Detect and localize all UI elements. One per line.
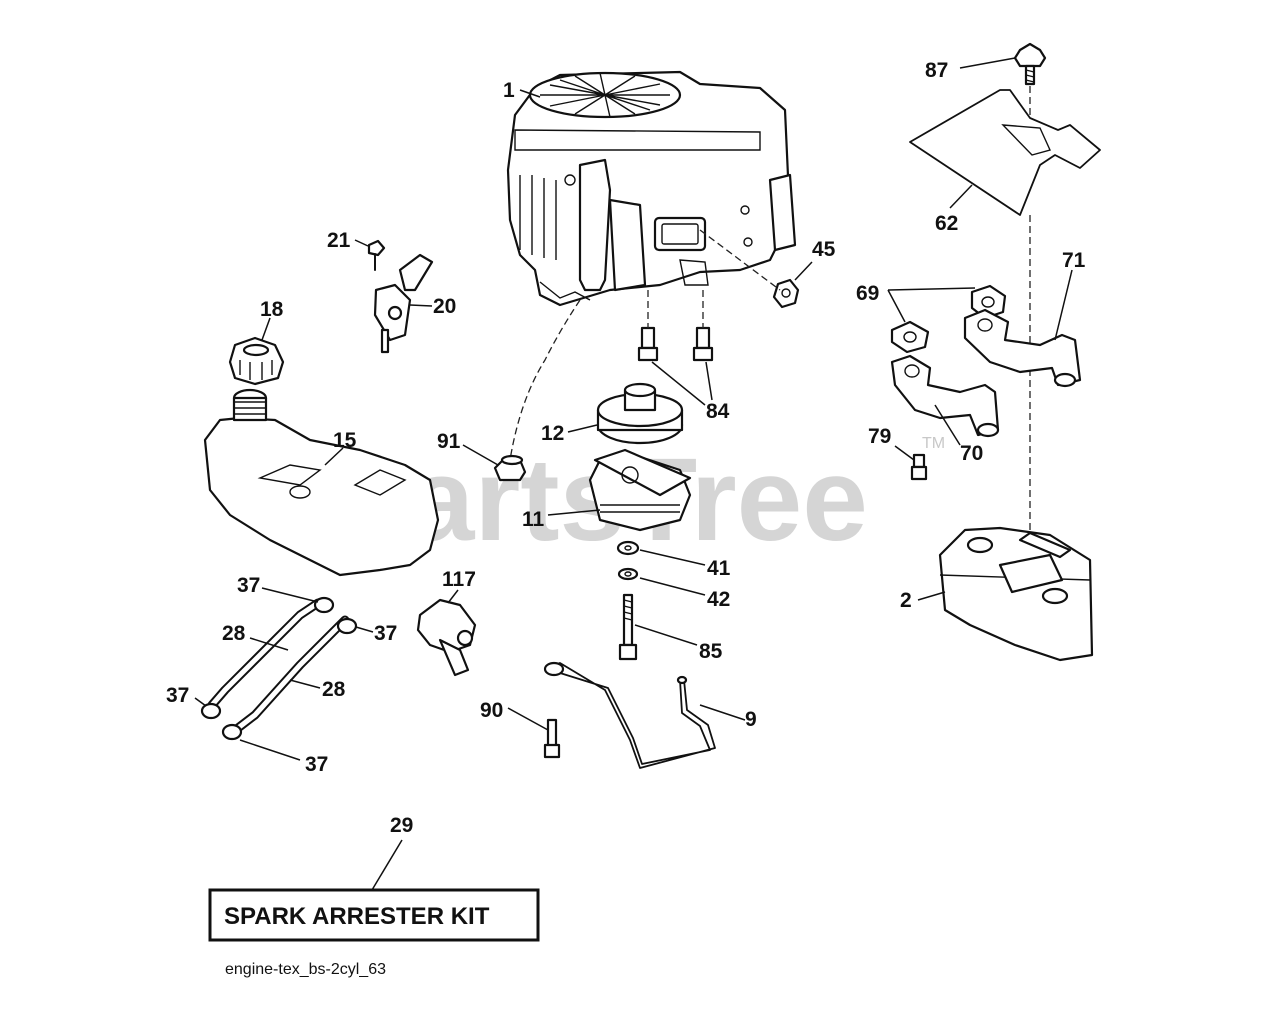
clutch-11-part[interactable]: [588, 448, 692, 532]
spark-arrester-kit-label: SPARK ARRESTER KIT: [224, 903, 490, 930]
callout-90[interactable]: 90: [480, 699, 503, 722]
callout-37a[interactable]: 37: [237, 574, 260, 597]
callout-79[interactable]: 79: [868, 425, 891, 448]
bolt-79-part[interactable]: [910, 453, 928, 481]
spark-arrester-kit-box[interactable]: SPARK ARRESTER KIT: [208, 888, 540, 942]
bolts-84-part[interactable]: [637, 326, 714, 362]
callout-37b[interactable]: 37: [374, 622, 397, 645]
callout-11[interactable]: 11: [522, 508, 545, 531]
callout-15[interactable]: 15: [333, 429, 357, 452]
bushing-91-part[interactable]: [493, 454, 527, 482]
clamp-37b-part[interactable]: [336, 617, 358, 635]
callout-70[interactable]: 70: [960, 442, 983, 465]
exhaust-pipe-70-part[interactable]: [890, 354, 1000, 438]
callout-69[interactable]: 69: [856, 282, 879, 305]
callout-28a[interactable]: 28: [222, 622, 246, 645]
callout-21[interactable]: 21: [327, 229, 351, 252]
screw-21-part[interactable]: [367, 239, 386, 271]
bolt-85-part[interactable]: [618, 593, 638, 661]
callout-37c[interactable]: 37: [166, 684, 189, 707]
callout-85[interactable]: 85: [699, 640, 723, 663]
callout-84[interactable]: 84: [706, 400, 730, 423]
clamp-37a-part[interactable]: [313, 596, 335, 614]
callout-28b[interactable]: 28: [322, 678, 346, 701]
fuel-hose-28a-part[interactable]: [207, 598, 323, 710]
callout-12[interactable]: 12: [541, 422, 564, 445]
rod-9-part[interactable]: [543, 661, 716, 769]
nut-45-part[interactable]: [772, 278, 800, 309]
callout-20[interactable]: 20: [433, 295, 456, 318]
callout-42[interactable]: 42: [707, 588, 730, 611]
gas-cap-18-part[interactable]: [228, 336, 285, 386]
fuel-valve-117-part[interactable]: [416, 598, 477, 677]
watermark-tm: TM: [922, 435, 945, 452]
callout-71[interactable]: 71: [1062, 249, 1086, 272]
washer-42-part[interactable]: [617, 567, 639, 581]
knob-87-part[interactable]: [1013, 42, 1047, 86]
callout-117[interactable]: 117: [442, 568, 476, 591]
diagram-code: engine-tex_bs-2cyl_63: [225, 961, 386, 978]
washer-41-part[interactable]: [616, 540, 640, 556]
callout-37d[interactable]: 37: [305, 753, 328, 776]
callout-18[interactable]: 18: [260, 298, 284, 321]
engine-part[interactable]: [506, 70, 797, 307]
heat-shield-62-part[interactable]: [909, 89, 1101, 216]
callout-41[interactable]: 41: [707, 557, 731, 580]
gasket-69a-part[interactable]: [970, 284, 1007, 320]
fuel-hose-28b-part[interactable]: [233, 615, 350, 733]
throttle-20-part[interactable]: [373, 253, 434, 354]
pulley-12-part[interactable]: [596, 382, 684, 445]
callout-62[interactable]: 62: [935, 212, 958, 235]
callout-29[interactable]: 29: [390, 814, 413, 837]
gasket-69b-part[interactable]: [890, 320, 930, 354]
callout-2[interactable]: 2: [900, 589, 912, 612]
callout-1[interactable]: 1: [503, 79, 515, 102]
callout-9[interactable]: 9: [745, 708, 757, 731]
exhaust-pipe-71-part[interactable]: [963, 308, 1082, 388]
clamp-37d-part[interactable]: [221, 723, 243, 741]
callout-87[interactable]: 87: [925, 59, 948, 82]
bolt-90-part[interactable]: [543, 718, 561, 759]
callout-45[interactable]: 45: [812, 238, 836, 261]
muffler-2-part[interactable]: [938, 526, 1094, 662]
clamp-37c-part[interactable]: [200, 702, 222, 720]
callout-91[interactable]: 91: [437, 430, 461, 453]
gas-tank-15-part[interactable]: [203, 388, 440, 577]
